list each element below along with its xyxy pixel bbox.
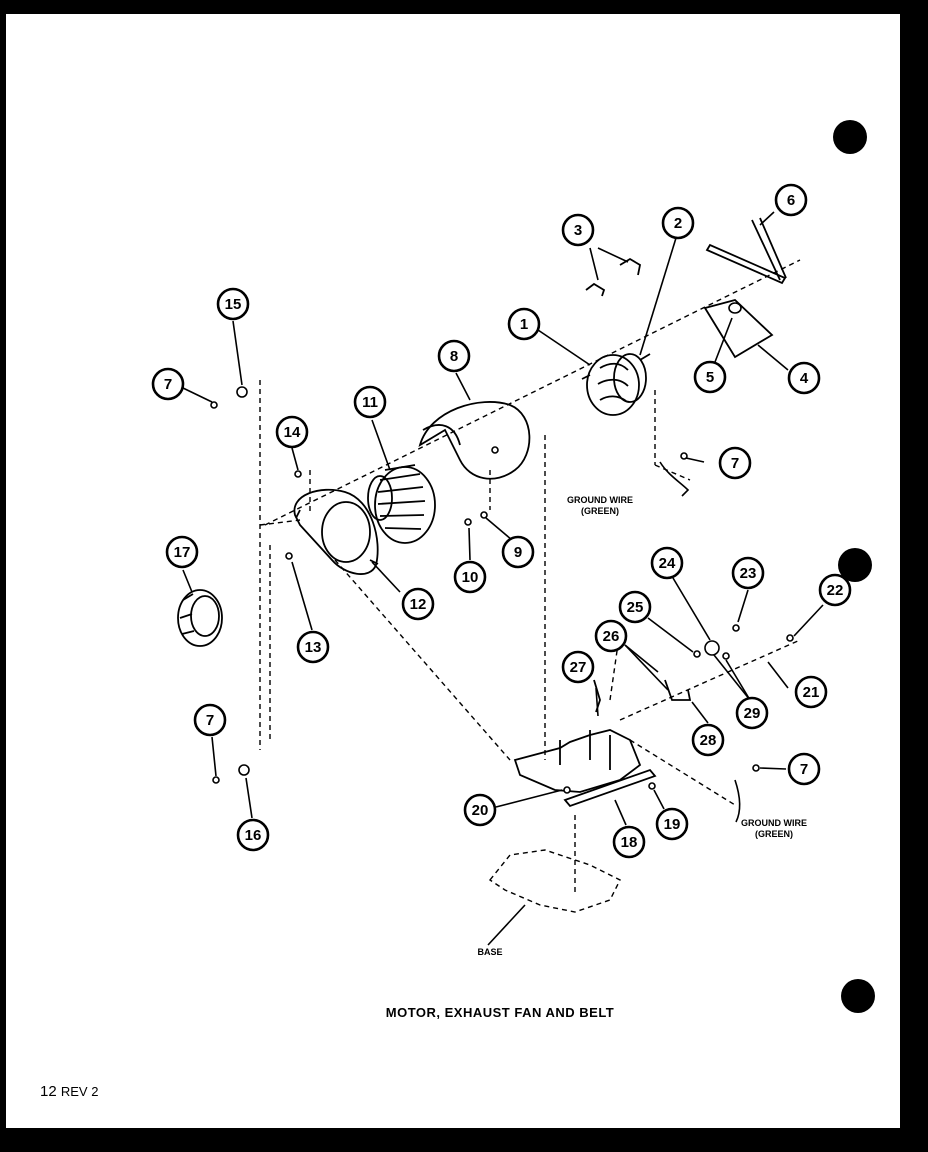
callout-20[interactable]: 20	[463, 793, 497, 827]
svg-text:26: 26	[603, 628, 620, 645]
page-number-revision: 12 REV 2	[40, 1083, 98, 1100]
svg-text:22: 22	[827, 582, 844, 599]
svg-text:25: 25	[627, 599, 644, 616]
callout-24[interactable]: 24	[650, 546, 684, 580]
scan-bottom-edge	[0, 1128, 928, 1152]
svg-text:4: 4	[800, 370, 809, 387]
callout-3[interactable]: 3	[561, 213, 595, 247]
svg-text:16: 16	[245, 827, 262, 844]
callout-17[interactable]: 17	[165, 535, 199, 569]
binder-hole-top	[833, 120, 867, 154]
svg-text:17: 17	[174, 544, 191, 561]
svg-text:12: 12	[410, 596, 427, 613]
scan-right-edge	[900, 0, 928, 1152]
callout-22[interactable]: 22	[818, 573, 852, 607]
svg-text:27: 27	[570, 659, 587, 676]
svg-text:21: 21	[803, 684, 820, 701]
blower-wheel	[367, 464, 436, 544]
callout-9[interactable]: 9	[501, 535, 535, 569]
base-outline	[488, 849, 621, 913]
scan-top-edge	[0, 0, 928, 14]
idler-assembly	[513, 624, 794, 808]
svg-text:1: 1	[520, 316, 528, 333]
page-number: 12	[40, 1083, 57, 1100]
fan-housing-rear	[418, 401, 531, 480]
motor	[581, 353, 651, 416]
centerlines	[259, 259, 801, 895]
leader-lines	[182, 211, 824, 946]
callout-7-upper-left[interactable]: 7	[151, 367, 185, 401]
svg-text:19: 19	[664, 816, 681, 833]
callout-15[interactable]: 15	[216, 287, 250, 321]
callout-7-right[interactable]: 7	[718, 446, 752, 480]
svg-text:11: 11	[362, 394, 378, 411]
callout-16[interactable]: 16	[236, 818, 270, 852]
callout-2[interactable]: 2	[661, 206, 695, 240]
svg-text:23: 23	[740, 565, 757, 582]
ground-wire-leads	[659, 461, 741, 823]
base-label: BASE	[477, 947, 503, 957]
callout-8[interactable]: 8	[437, 339, 471, 373]
callout-6[interactable]: 6	[774, 183, 808, 217]
svg-text:7: 7	[164, 376, 172, 393]
callout-29[interactable]: 29	[735, 696, 769, 730]
callout-11[interactable]: 11	[353, 385, 387, 419]
svg-text:6: 6	[787, 192, 795, 209]
svg-text:14: 14	[284, 424, 301, 441]
svg-text:28: 28	[700, 732, 717, 749]
ground-wire-label-lower: GROUND WIRE (GREEN)	[741, 818, 807, 839]
callout-4[interactable]: 4	[787, 361, 821, 395]
svg-text:3: 3	[574, 222, 582, 239]
drive-belt	[705, 217, 787, 285]
callout-13[interactable]: 13	[296, 630, 330, 664]
svg-text:5: 5	[706, 369, 714, 386]
svg-text:7: 7	[800, 761, 808, 778]
callout-28[interactable]: 28	[691, 723, 725, 757]
revision: REV 2	[60, 1084, 99, 1099]
callout-7-lower-left[interactable]: 7	[193, 703, 227, 737]
callout-1[interactable]: 1	[507, 307, 541, 341]
callout-18[interactable]: 18	[612, 825, 646, 859]
callout-10[interactable]: 10	[453, 560, 487, 594]
svg-text:7: 7	[731, 455, 739, 472]
ground-wire-label-upper: GROUND WIRE (GREEN)	[567, 495, 633, 516]
svg-text:29: 29	[744, 705, 761, 722]
binder-hole-bottom	[841, 979, 875, 1013]
drum-seal	[177, 589, 223, 647]
svg-text:24: 24	[659, 555, 676, 572]
svg-text:20: 20	[472, 802, 489, 819]
callout-27[interactable]: 27	[561, 650, 595, 684]
svg-text:2: 2	[674, 215, 682, 232]
callout-7-lower-right[interactable]: 7	[787, 752, 821, 786]
callout-21[interactable]: 21	[794, 675, 828, 709]
svg-text:7: 7	[206, 712, 214, 729]
svg-text:13: 13	[305, 639, 322, 656]
svg-text:10: 10	[462, 569, 479, 586]
pulley-set	[703, 299, 774, 359]
callout-14[interactable]: 14	[275, 415, 309, 449]
svg-text:18: 18	[621, 834, 638, 851]
fan-housing-front	[293, 488, 379, 575]
motor-clips	[585, 247, 642, 297]
callout-25[interactable]: 25	[618, 590, 652, 624]
screws	[210, 386, 760, 794]
callout-19[interactable]: 19	[655, 807, 689, 841]
svg-text:15: 15	[225, 296, 242, 313]
callout-26[interactable]: 26	[594, 619, 628, 653]
svg-text:9: 9	[514, 544, 522, 561]
diagram-title: MOTOR, EXHAUST FAN AND BELT	[385, 1005, 615, 1020]
callout-5[interactable]: 5	[693, 360, 727, 394]
svg-text:8: 8	[450, 348, 458, 365]
callout-12[interactable]: 12	[401, 587, 435, 621]
callout-23[interactable]: 23	[731, 556, 765, 590]
scan-left-edge	[0, 0, 6, 1152]
